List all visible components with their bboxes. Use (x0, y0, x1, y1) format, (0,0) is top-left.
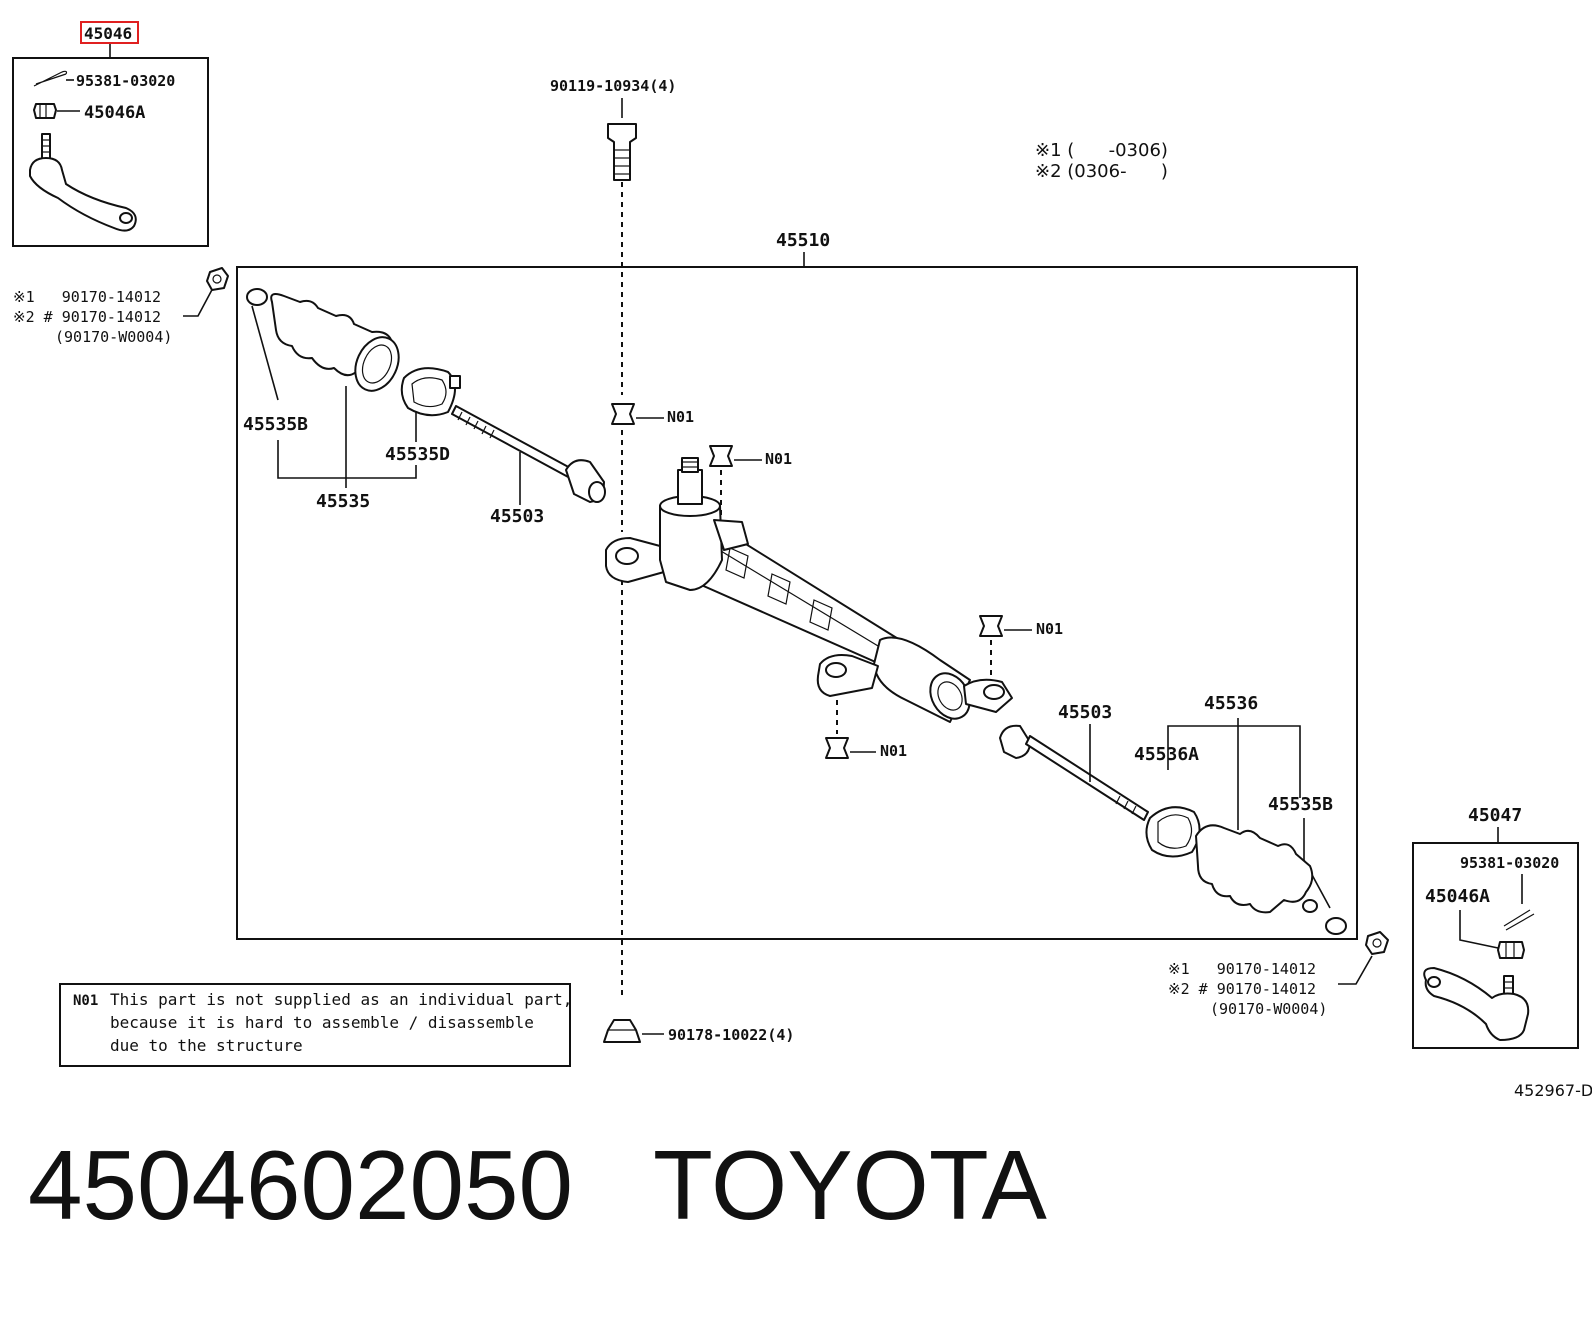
grommet-n01-2: N01 (709, 445, 792, 530)
highlighted-part-marker (80, 21, 139, 44)
rack-boot-left-group: 45535B 45535D 45535 (243, 288, 461, 512)
grommet-3-icon (979, 615, 1003, 637)
label-n01-1[interactable]: N01 (667, 408, 694, 426)
boot-band-left-icon (400, 367, 456, 417)
tie-rod-end-left-icon (29, 133, 137, 232)
label-95381-03020-right[interactable]: 95381-03020 (1460, 854, 1559, 872)
legend-range-2: ※2 (0306- ) (1035, 161, 1168, 182)
inner-tie-rod-right-icon (1025, 735, 1149, 821)
steering-gear-assembly-frame: 45510 (236, 230, 1358, 940)
label-45535[interactable]: 45535 (316, 491, 370, 512)
label-45046A-right[interactable]: 45046A (1425, 886, 1490, 907)
label-washer-right-2[interactable]: ※2 # 90170-14012 (1168, 980, 1316, 998)
label-washer-right-3[interactable]: (90170-W0004) (1210, 1000, 1327, 1018)
flange-nut-group: 90178-10022(4) (603, 1019, 794, 1044)
note-line-3: due to the structure (110, 1036, 303, 1055)
label-washer-left-3[interactable]: (90170-W0004) (55, 328, 172, 346)
tie-rod-left-group: 45503 (451, 405, 606, 527)
mounting-bolt-group: 90119-10934(4) (550, 77, 676, 995)
inner-tie-rod-left-icon (451, 405, 575, 479)
tie-rod-end-right-group: 45047 95381-03020 45046A (1412, 805, 1579, 1049)
label-90119-10934[interactable]: 90119-10934(4) (550, 77, 676, 95)
label-45536A[interactable]: 45536A (1134, 744, 1199, 765)
washer-left-icon (206, 267, 229, 291)
label-45046[interactable]: 45046 (84, 24, 132, 43)
date-legend: ※1 ( -0306) ※2 (0306- ) (1035, 140, 1168, 182)
washer-left-group: ※1 90170-14012 ※2 # 90170-14012 (90170-W… (13, 267, 229, 346)
label-n01-4[interactable]: N01 (880, 742, 907, 760)
tie-rod-end-right-icon (1423, 967, 1530, 1041)
tie-rod-right-group: 45503 (999, 702, 1149, 821)
grommet-4-icon (825, 737, 849, 759)
n01-note-box: N01 This part is not supplied as an indi… (59, 983, 572, 1067)
flange-nut-icon (603, 1019, 641, 1043)
washer-right-group: ※1 90170-14012 ※2 # 90170-14012 (90170-W… (1168, 931, 1389, 1018)
grommet-n01-1: N01 (611, 403, 694, 426)
grommet-n01-4: N01 (825, 690, 907, 760)
label-washer-left-1[interactable]: ※1 90170-14012 (13, 288, 161, 306)
label-45047[interactable]: 45047 (1468, 805, 1522, 826)
label-n01-3[interactable]: N01 (1036, 620, 1063, 638)
cotter-pin-right-icon (1503, 909, 1535, 931)
label-45046A-left[interactable]: 45046A (84, 103, 145, 123)
part-number-caption: 4504602050 TOYOTA (28, 1130, 1047, 1240)
flange-bolt-icon (607, 123, 637, 181)
label-45535B-left[interactable]: 45535B (243, 414, 308, 435)
boot-clamp-right-icon (1325, 917, 1347, 935)
castle-nut-right-icon (1497, 941, 1525, 959)
label-95381-03020-left[interactable]: 95381-03020 (76, 72, 175, 90)
label-90178-10022[interactable]: 90178-10022(4) (668, 1026, 794, 1044)
boot-clamp-left-icon (246, 288, 268, 306)
label-45536[interactable]: 45536 (1204, 693, 1258, 714)
label-washer-left-2[interactable]: ※2 # 90170-14012 (13, 308, 161, 326)
grommet-2-icon (709, 445, 733, 467)
tie-rod-end-left-group: 45046 95381-03020 45046A (12, 21, 209, 247)
diagram-id: 452967-D (1514, 1081, 1592, 1100)
label-45510[interactable]: 45510 (776, 230, 830, 251)
cotter-pin-left-icon (33, 70, 68, 87)
legend-range-1: ※1 ( -0306) (1035, 140, 1168, 161)
note-line-2: because it is hard to assemble / disasse… (110, 1013, 534, 1032)
washer-right-icon (1365, 931, 1389, 955)
grommet-1-icon (611, 403, 635, 425)
label-n01-2[interactable]: N01 (765, 450, 792, 468)
note-code: N01 (73, 993, 98, 1009)
label-45503-right[interactable]: 45503 (1058, 702, 1112, 723)
boot-band-right-icon (1145, 806, 1201, 858)
steering-gear-housing-icon (605, 457, 1013, 723)
note-line-1: This part is not supplied as an individu… (110, 990, 572, 1009)
rack-boot-right-group: 45536 45536A 45535B (1134, 693, 1347, 935)
castle-nut-left-icon (33, 103, 57, 119)
rack-boot-right-icon (1195, 824, 1314, 914)
label-washer-right-1[interactable]: ※1 90170-14012 (1168, 960, 1316, 978)
label-45503-left[interactable]: 45503 (490, 506, 544, 527)
label-45535B-right[interactable]: 45535B (1268, 794, 1333, 815)
label-45535D[interactable]: 45535D (385, 444, 450, 465)
grommet-n01-3: N01 (979, 615, 1063, 680)
